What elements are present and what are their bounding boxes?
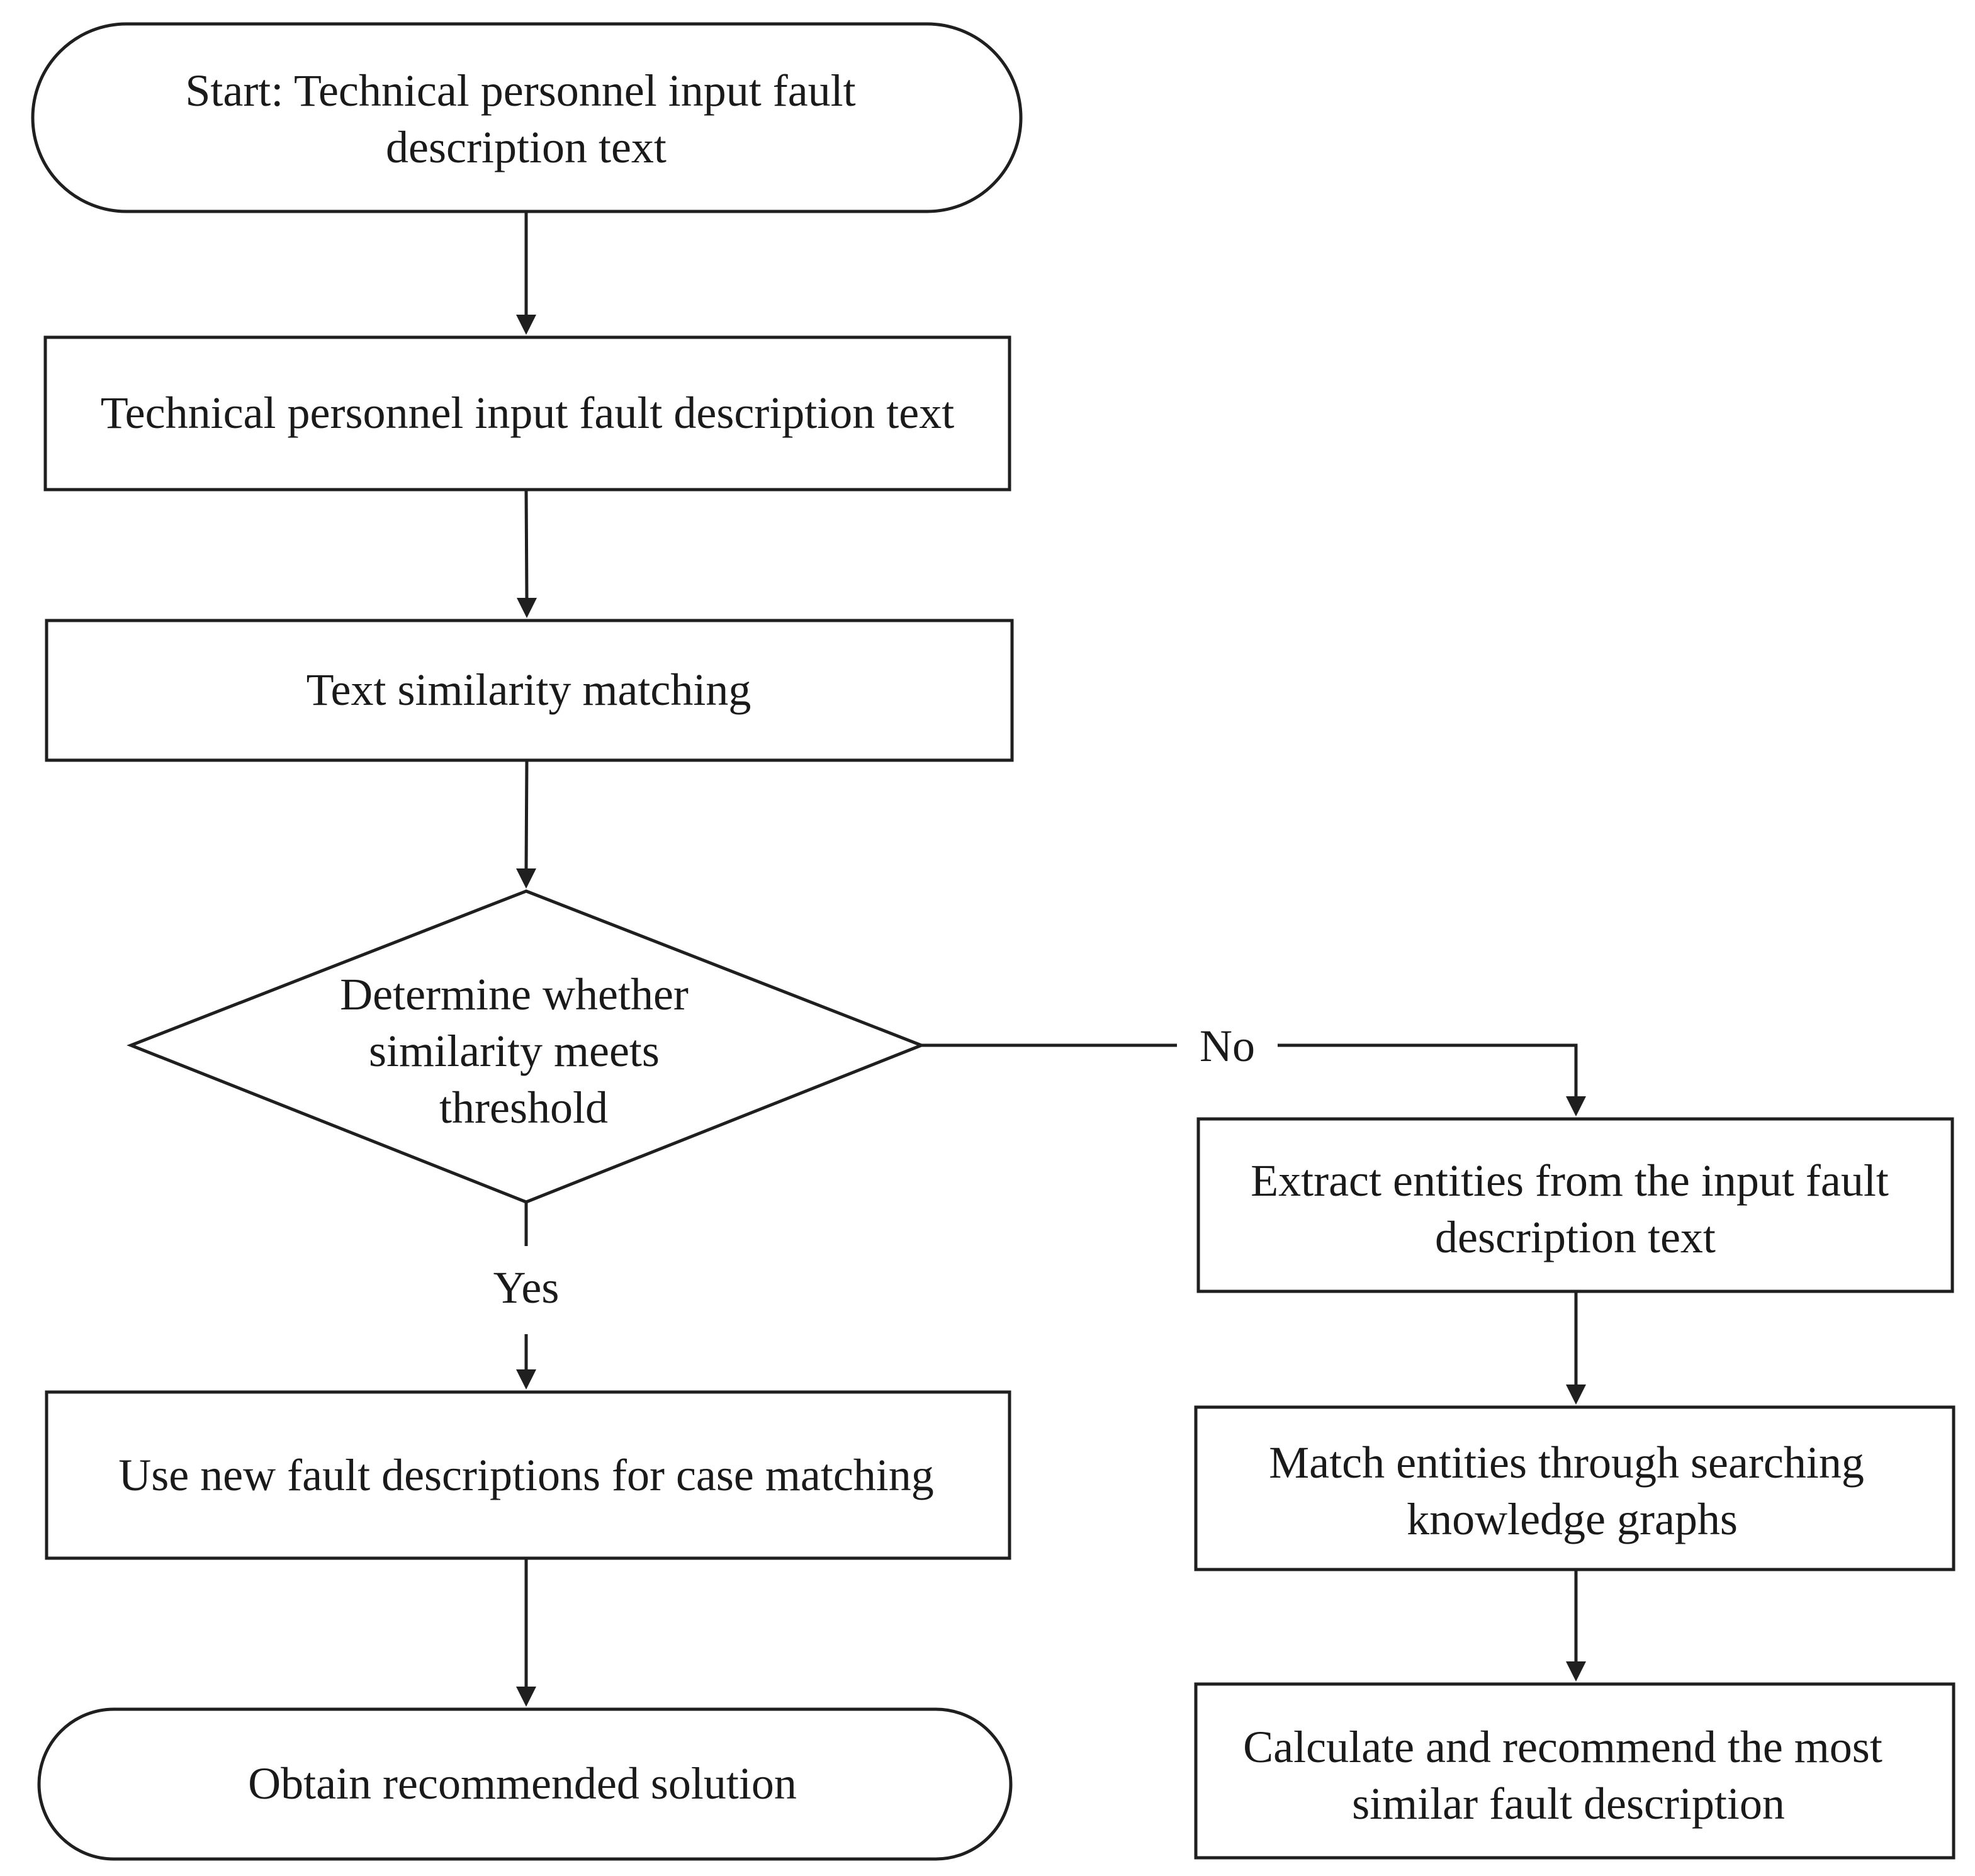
match-kg-node-text: Match entities through searching knowled… [1269,1437,1876,1544]
end-line-1: Obtain recommended solution [248,1758,797,1809]
end-node-text: Obtain recommended solution [248,1758,797,1809]
input-process-shape [43,335,1011,491]
similarity-node-text: Text similarity matching [307,665,751,715]
arrowhead-case-matching [516,1369,536,1390]
match-kg-line-1: Match entities through searching [1269,1437,1864,1488]
arrowhead-match-kg [1566,1385,1586,1405]
case-matching-line-1: Use new fault descriptions for case matc… [118,1450,934,1500]
decision-node-text: Determine whether similarity meets thres… [340,969,700,1133]
recommend-line-2: similar fault description [1352,1778,1785,1829]
end-node: Obtain recommended solution [37,1707,1013,1861]
extract-node: Extract entities from the input fault de… [1196,1117,1954,1293]
decision-line-1: Determine whether [340,969,689,1019]
recommend-node: Calculate and recommend the most similar… [1194,1682,1955,1860]
start-node: Start: Technical personnel input fault d… [31,22,1023,213]
input-node: Technical personnel input fault descript… [43,335,1011,491]
arrowhead-end [516,1687,536,1707]
start-line-1: Start: Technical personnel input fault [185,65,855,116]
start-node-text: Start: Technical personnel input fault d… [185,65,867,172]
input-node-text: Technical personnel input fault descript… [101,388,955,438]
connector-input-to-similarity [524,489,529,598]
extract-line-2: description text [1435,1212,1716,1262]
connector-decision-no-right [1278,1043,1578,1096]
match-kg-line-2: knowledge graphs [1407,1494,1738,1544]
end-terminal-shape [37,1707,1013,1861]
start-line-2: description text [386,122,667,172]
match-kg-node: Match entities through searching knowled… [1194,1405,1955,1571]
input-line-1: Technical personnel input fault descript… [101,388,955,438]
no-edge-label: No [1200,1021,1255,1071]
decision-line-2: similarity meets [369,1026,660,1076]
connectors [516,211,1586,1707]
extract-line-1: Extract entities from the input fault [1251,1155,1889,1206]
start-terminal-shape [31,22,1023,213]
arrowhead-extract [1566,1096,1586,1116]
extract-process-shape [1196,1117,1954,1293]
case-matching-node: Use new fault descriptions for case matc… [45,1390,1011,1560]
similarity-line-1: Text similarity matching [307,665,751,715]
connector-similarity-to-decision [524,760,529,869]
decision-diamond-shape [127,889,926,1204]
extract-node-text: Extract entities from the input fault de… [1251,1155,1900,1262]
recommend-process-shape [1194,1682,1955,1860]
arrowhead-similarity [517,598,537,618]
decision-line-3: threshold [439,1082,608,1133]
arrowhead-input [516,315,536,335]
arrowhead-recommend [1566,1661,1586,1682]
arrowhead-decision [516,868,536,889]
recommend-line-1: Calculate and recommend the most [1243,1722,1882,1772]
yes-edge-label: Yes [493,1262,560,1313]
case-matching-node-text: Use new fault descriptions for case matc… [118,1450,934,1500]
similarity-node: Text similarity matching [45,619,1014,762]
decision-node: Determine whether similarity meets thres… [127,889,926,1204]
match-kg-process-shape [1194,1405,1955,1571]
similarity-process-shape [45,619,1014,762]
recommend-node-text: Calculate and recommend the most similar… [1243,1722,1894,1829]
case-matching-process-shape [45,1390,1011,1560]
